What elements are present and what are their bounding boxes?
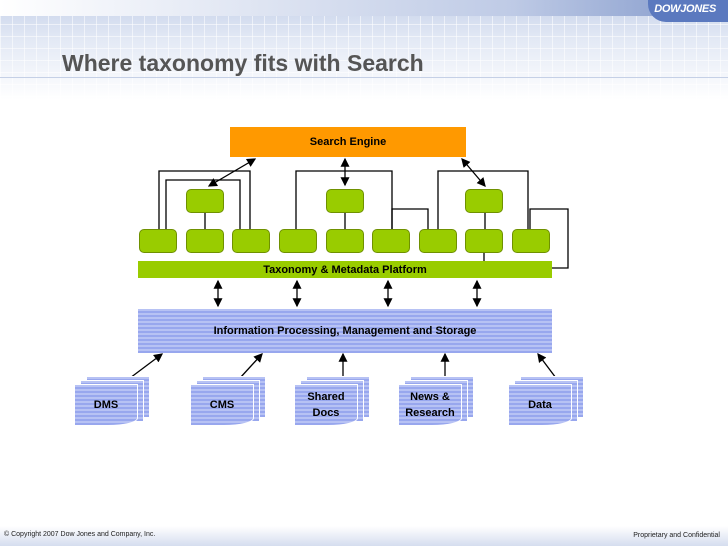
taxonomy-node [279,229,317,253]
dowjones-logo-badge: DOWJONES [648,0,728,22]
source-doc-news-research: News & Research [398,376,476,432]
arrow-dms [129,353,164,379]
taxonomy-node [232,229,270,253]
arrow-search-group1 [207,158,257,187]
footer-bar [0,526,728,546]
taxonomy-node [139,229,177,253]
source-label: News & Research [405,391,455,419]
taxonomy-metadata-platform: Taxonomy & Metadata Platform [138,261,552,278]
source-doc-shared-docs: Shared Docs [294,376,372,432]
taxonomy-node [186,229,224,253]
arrow-data [537,352,557,379]
information-processing-storage: Information Processing, Management and S… [138,309,552,353]
group1-outer-bracket [158,170,251,229]
source-doc-cms: CMS [190,376,268,432]
source-label: DMS [93,399,119,411]
group3-outer-bracket [437,170,529,229]
taxonomy-platform-label: Taxonomy & Metadata Platform [263,263,427,276]
header-top-bar [0,0,728,16]
dowjones-logo: DOWJONES [654,3,716,15]
source-label: CMS [209,399,235,411]
page-title: Where taxonomy fits with Search [62,50,424,76]
taxonomy-node [326,189,364,213]
info-processing-label: Information Processing, Management and S… [213,325,477,337]
source-label: Data [528,399,552,411]
taxonomy-node [186,189,224,213]
taxonomy-node [326,229,364,253]
taxonomy-node [419,229,457,253]
group1-inner-bracket [165,179,241,229]
taxonomy-node [372,229,410,253]
group2-side-bracket [391,208,429,229]
group2-outer-bracket [295,170,393,229]
source-label: Shared Docs [307,391,345,419]
arrow-search-group3 [461,158,486,187]
taxonomy-node [465,189,503,213]
confidential-text: Proprietary and Confidential [633,532,720,539]
title-divider [0,77,728,78]
source-doc-dms: DMS [74,376,152,432]
taxonomy-node [465,229,503,253]
search-engine-box: Search Engine [230,127,466,157]
source-doc-data: Data [508,376,586,432]
taxonomy-node [512,229,550,253]
header-grid-pattern [0,0,728,100]
copyright-text: © Copyright 2007 Dow Jones and Company, … [4,531,156,538]
arrow-cms [239,353,263,379]
